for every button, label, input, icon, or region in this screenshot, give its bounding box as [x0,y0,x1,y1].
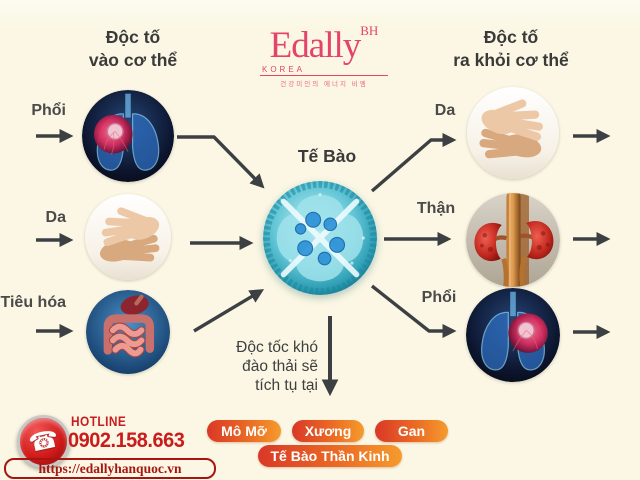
cell-image [263,181,377,295]
heading-out-line2: ra khỏi cơ thể [453,50,569,70]
label-skin-in: Da [45,209,66,226]
note-line2: đào thải sẽ [242,358,318,375]
heading-toxins-in: Độc tố vào cơ thể [48,26,218,72]
brand-rule [260,75,388,76]
brand-name: EdallyBH [258,12,390,65]
cell-label: Tế Bào [297,146,357,166]
hotline-label: HOTLINE [71,414,127,429]
intestines-image [86,290,170,374]
hotline-number: 0902.158.663 [68,429,185,452]
arrow-cell-to-skin-out [370,132,457,193]
website-url: https://edallyhanquoc.vn [4,458,216,479]
heading-out-line1: Độc tố [483,27,539,47]
brand-tagline: 건강미인의 에너지 비엠 [280,81,368,88]
hands-image [85,194,171,280]
hands-image-out [467,87,559,179]
brand-country: KOREA [262,65,306,74]
pill-liver: Gan [375,420,448,442]
label-skin-out: Da [434,102,456,119]
brand-text: Edally [269,25,362,66]
arrow-lungs-to-cell [177,135,265,189]
arrow-digestion-to-cell [193,289,265,333]
label-lungs-in: Phổi [31,102,66,119]
pill-nerve-cells: Tế Bào Thần Kinh [258,445,402,467]
kidneys-image [466,193,560,287]
lungs-image-out [466,288,560,382]
phone-icon: ☎ [25,424,61,458]
label-kidney-out: Thận [416,200,456,217]
pill-bone: Xương [292,420,364,442]
heading-in-line2: vào cơ thể [88,50,178,70]
label-lungs-out: Phổi [421,289,457,306]
note-line1: Độc tốc khó [236,339,318,356]
lungs-image [82,90,174,182]
pill-fat-tissue: Mô Mỡ [207,420,281,442]
brand-superscript: BH [360,23,379,38]
label-digestion-in: Tiêu hóa [0,294,67,311]
heading-toxins-out: Độc tố ra khỏi cơ thể [426,26,596,72]
brand-logo: EdallyBH KOREA 건강미인의 에너지 비엠 [258,12,390,88]
note-line3: tích tụ tại [255,377,318,394]
heading-in-line1: Độc tố [105,27,161,47]
accumulation-note: Độc tốc khó đào thải sẽ tích tụ tại [206,338,318,395]
